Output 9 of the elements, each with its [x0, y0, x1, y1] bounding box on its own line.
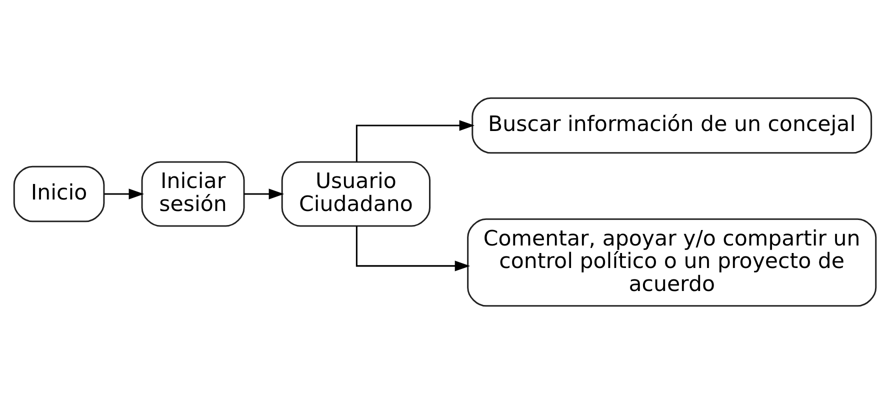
node-box: Inicio — [13, 166, 105, 222]
node-box: Usuario Ciudadano — [281, 161, 431, 227]
node-box: Comentar, apoyar y/o compartir un control político o un proyecto de acuerdo — [467, 218, 877, 307]
node-box: Iniciar sesión — [141, 161, 245, 227]
arrow — [356, 120, 475, 162]
arrow — [244, 188, 284, 200]
arrow — [104, 188, 144, 200]
arrow — [356, 226, 470, 272]
node-box: Buscar información de un concejal — [472, 97, 872, 154]
